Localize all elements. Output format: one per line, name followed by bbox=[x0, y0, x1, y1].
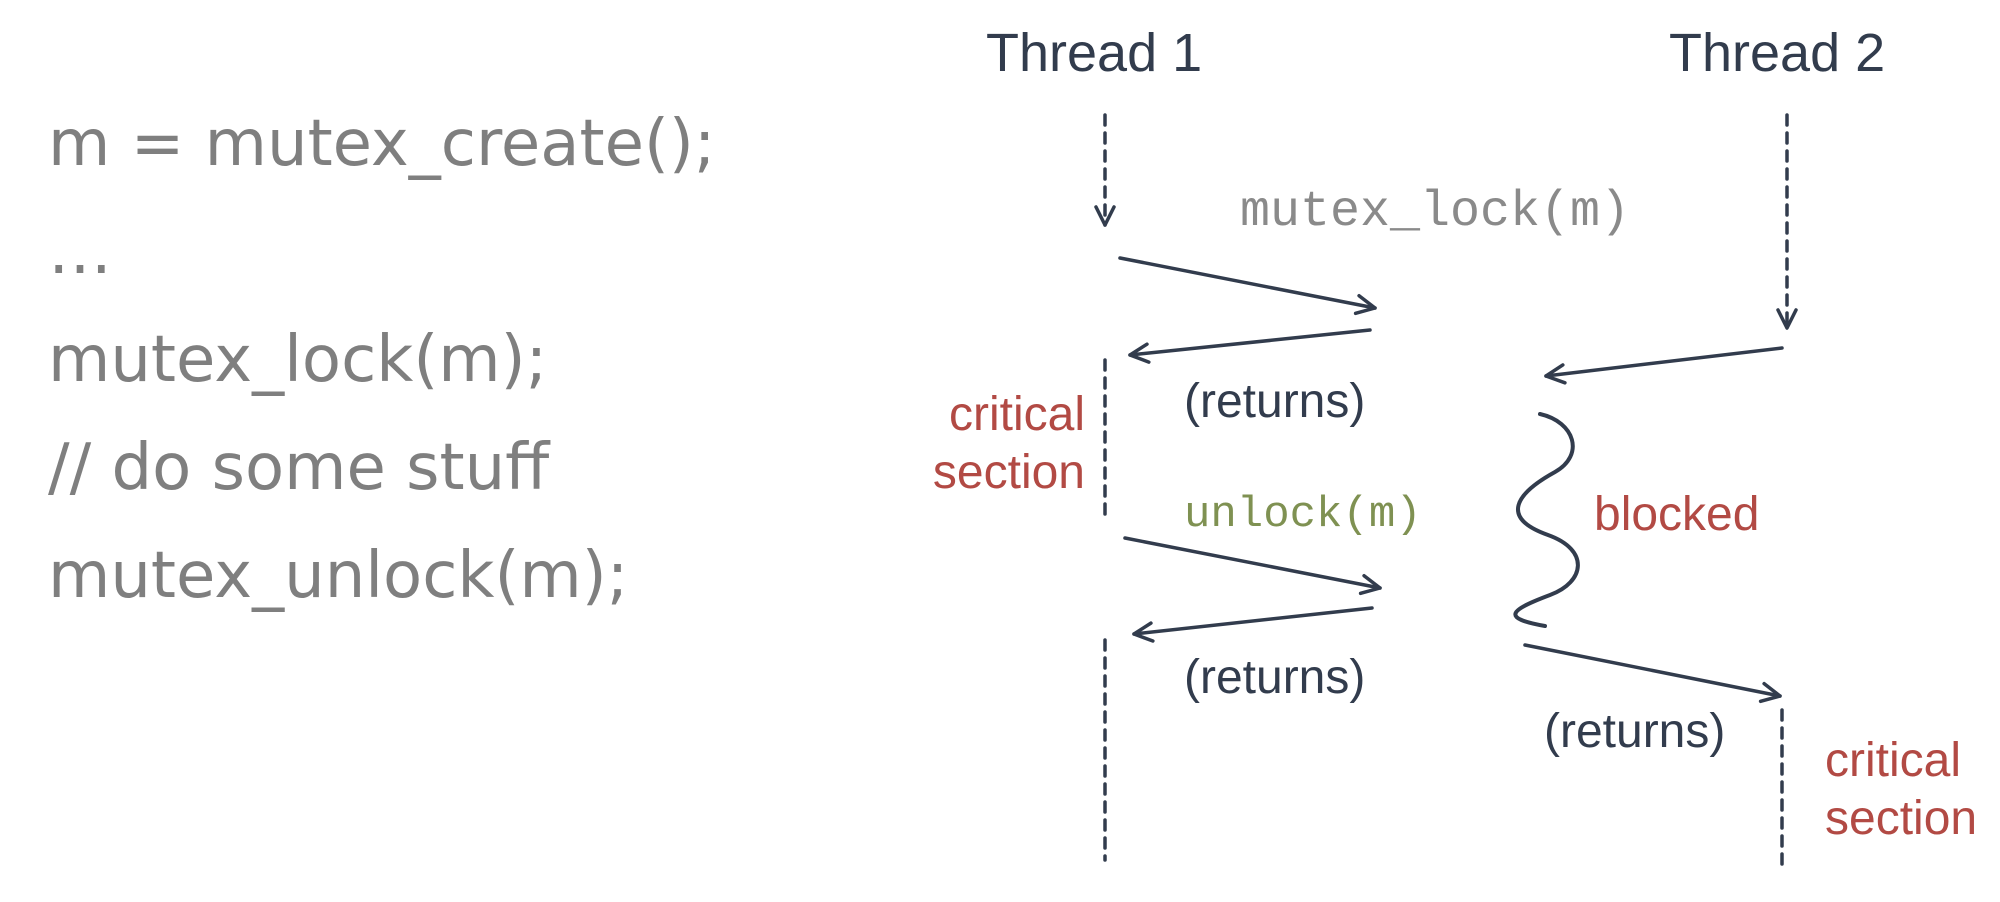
lock-call-arrow bbox=[1118, 256, 1377, 316]
unlock-returns-label: (returns) bbox=[1184, 651, 1366, 704]
code-line-mutex-unlock: mutex_unlock(m); bbox=[48, 539, 629, 613]
thread2-returns-label: (returns) bbox=[1544, 705, 1726, 758]
blocked-squiggle bbox=[1513, 412, 1580, 628]
code-line-comment: // do some stuff bbox=[48, 431, 550, 505]
thread2-critical-section-label: critical section bbox=[1825, 734, 1978, 845]
thread1-title: Thread 1 bbox=[986, 23, 1203, 83]
lock-return-arrow bbox=[1128, 328, 1372, 364]
unlock-call-arrow bbox=[1123, 536, 1382, 596]
lock-returns-label: (returns) bbox=[1184, 375, 1366, 428]
blocked-label: blocked bbox=[1594, 488, 1760, 541]
unlock-return-arrow bbox=[1132, 606, 1374, 643]
code-line-mutex-lock: mutex_lock(m); bbox=[48, 323, 548, 397]
code-listing: m = mutex_create(); … mutex_lock(m); // … bbox=[48, 96, 715, 636]
thread2-lock-call-arrow bbox=[1544, 346, 1784, 385]
thread2-return-arrow bbox=[1523, 643, 1782, 704]
code-line-ellipsis: … bbox=[48, 215, 112, 289]
code-line-mutex-create: m = mutex_create(); bbox=[48, 107, 716, 181]
thread1-critical-section-label: critical section bbox=[932, 388, 1085, 499]
unlock-call-label: unlock(m) bbox=[1184, 490, 1422, 540]
mutex-lock-call-label: mutex_lock(m) bbox=[1240, 184, 1631, 241]
thread2-title: Thread 2 bbox=[1669, 23, 1886, 83]
